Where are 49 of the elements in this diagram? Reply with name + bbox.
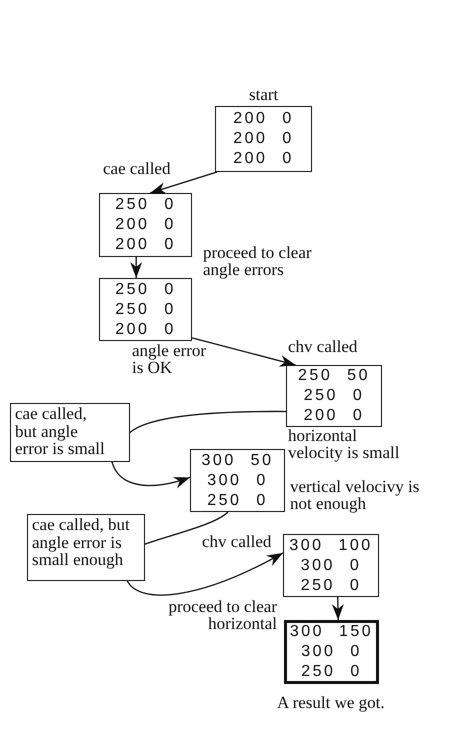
edge-label: cae called — [103, 160, 170, 177]
state-box — [286, 365, 382, 427]
value-row: 250 0 — [115, 300, 176, 320]
state-box — [284, 620, 379, 684]
connector-line — [130, 410, 286, 434]
note-box — [27, 514, 145, 581]
value-row: 200 0 — [233, 109, 294, 129]
value-row: 200 0 — [115, 215, 176, 235]
node-caption: horizontal velocity is small — [288, 427, 400, 461]
arrow — [130, 257, 142, 278]
state-box — [283, 534, 379, 597]
edge-label: chv called — [202, 533, 272, 550]
note-text: cae called, but angle error is small enough — [32, 516, 131, 568]
state-box — [215, 106, 312, 172]
arrow — [111, 462, 190, 488]
node-caption: A result we got. — [277, 694, 385, 711]
node-caption: angle error is OK — [132, 342, 208, 376]
value-row: 200 0 — [233, 129, 294, 149]
value-row: 300 150 — [290, 622, 374, 642]
value-row: 250 0 — [301, 662, 362, 682]
note-box — [10, 403, 130, 462]
value-row: 200 0 — [115, 235, 176, 255]
state-box — [99, 193, 192, 257]
value-row: 300 50 — [202, 450, 274, 470]
note-text: cae called, but angle error is small — [15, 405, 106, 458]
value-row: 200 0 — [115, 320, 176, 340]
state-box — [190, 449, 285, 512]
value-row: 300 0 — [300, 556, 362, 576]
value-row: 250 0 — [300, 576, 362, 596]
value-row: 300 0 — [301, 642, 362, 662]
connector-line — [144, 512, 228, 545]
value-row: 300 0 — [207, 470, 268, 490]
arrow — [332, 596, 344, 620]
node-caption: vertical velocivy is not enough — [290, 478, 420, 512]
arrow — [192, 337, 296, 367]
edge-label: chv called — [288, 338, 358, 355]
value-row: 250 0 — [115, 195, 176, 215]
value-row: 250 0 — [207, 490, 268, 510]
arrow — [150, 171, 218, 194]
value-row: 250 0 — [304, 386, 364, 406]
value-row: 200 0 — [233, 149, 294, 169]
arrow — [126, 552, 284, 596]
value-row: 250 50 — [298, 366, 370, 386]
node-caption: start — [249, 86, 278, 103]
state-box — [99, 278, 192, 341]
value-row: 300 100 — [289, 536, 373, 556]
value-row: 200 0 — [304, 406, 364, 426]
value-row: 250 0 — [115, 280, 176, 300]
node-caption: proceed to clear horizontal — [167, 598, 277, 632]
